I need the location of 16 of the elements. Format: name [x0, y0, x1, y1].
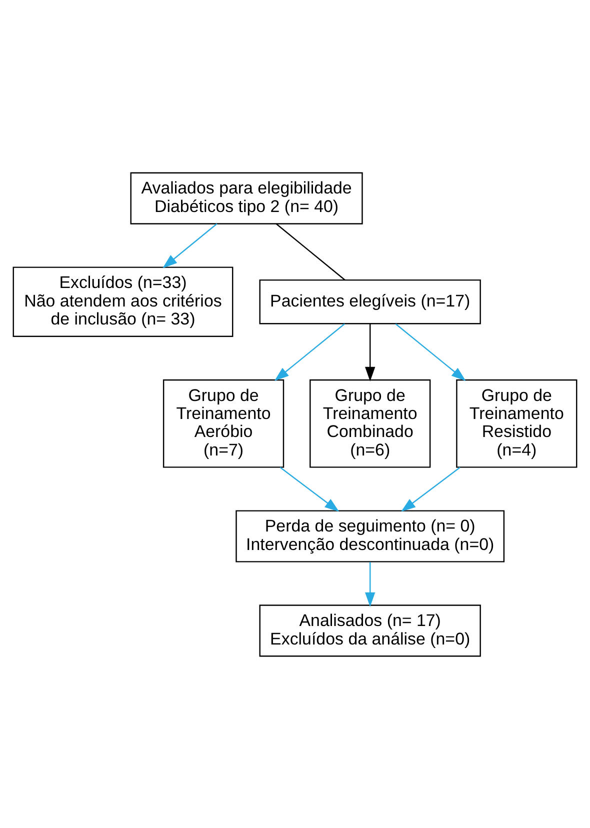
arrow — [274, 322, 345, 381]
node-box: Analisados (n= 17) Excluídos da análise (n=0) — [259, 604, 481, 656]
arrow — [365, 562, 376, 606]
connector — [276, 222, 346, 280]
node-box: Grupo de Treinamento Resistido (n=4) — [456, 378, 578, 468]
node-box: Perda de seguimento (n= 0) Intervenção descontinuada (n=0) — [236, 510, 505, 562]
node-box: Pacientes elegíveis (n=17) — [259, 278, 481, 324]
node-box: Avaliados para elegibilidade Diabéticos tipo 2 (n= 40) — [130, 172, 363, 224]
node-box: Excluídos (n=33) Não atendem aos critérios de inclusão (n= 33) — [12, 266, 234, 336]
node-box: Grupo de Treinamento Combinado (n=6) — [310, 378, 431, 468]
arrow — [395, 322, 466, 381]
arrow — [401, 466, 460, 512]
arrow — [365, 323, 376, 381]
arrow — [280, 466, 340, 512]
arrow — [162, 222, 218, 268]
node-box: Grupo de Treinamento Aeróbio (n=7) — [162, 378, 284, 468]
